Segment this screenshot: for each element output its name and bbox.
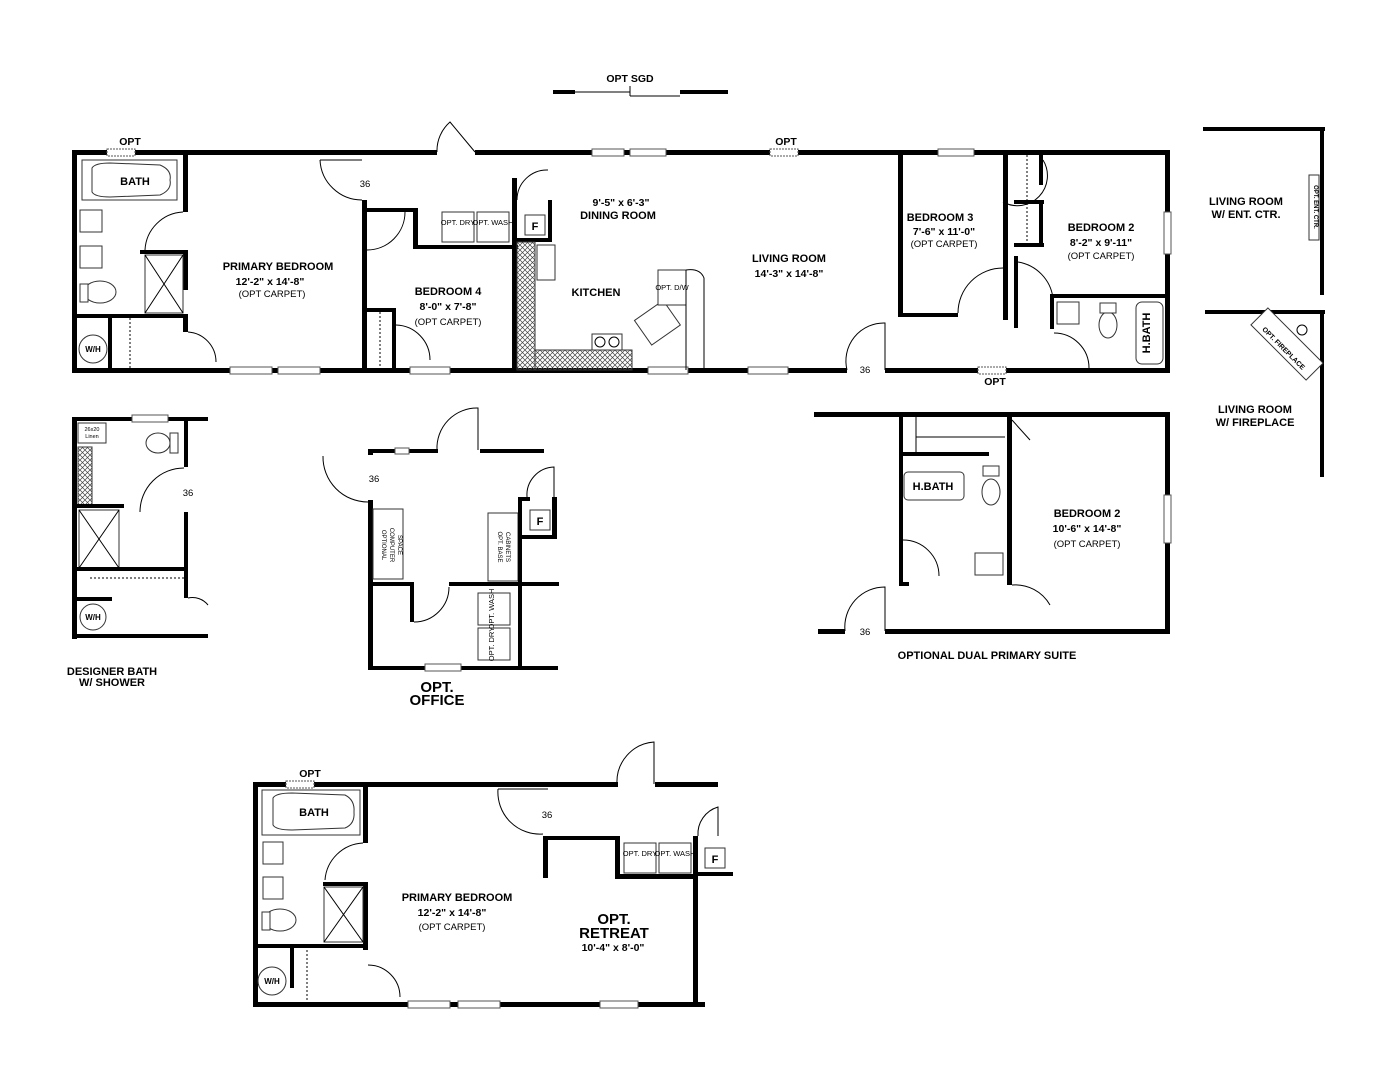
suite-bedroom-note: (OPT CARPET) (1054, 539, 1121, 550)
primary-bedroom-note: (OPT CARPET) (239, 289, 306, 300)
opt-dishwasher-label: OPT. D/W (655, 283, 689, 292)
bath-tub-label: BATH (120, 176, 150, 188)
door-width-label: 36 (860, 365, 871, 376)
office-title: OPT. (420, 679, 453, 696)
primary-bedroom-label: PRIMARY BEDROOM (223, 261, 334, 273)
opt-sgd-indicator: OPT SGD (553, 73, 728, 97)
opt-dryer-label: OPT. DRY (441, 218, 475, 227)
kitchen-label: KITCHEN (572, 287, 621, 299)
primary-bedroom-note: (OPT CARPET) (419, 922, 486, 933)
linen-size-label: 26x20 (85, 427, 100, 433)
dining-room-label: DINING ROOM (580, 210, 656, 222)
opt-washer-label: OPT. WASH (655, 849, 696, 858)
living-ent-title: LIVING ROOM (1209, 196, 1283, 208)
opt-window-label: OPT (299, 768, 321, 780)
base-cabinets-label: CABINETS (504, 532, 510, 562)
retreat-size: 10'-4" x 8'-0" (582, 942, 645, 954)
opt-window-label: OPT (775, 136, 797, 148)
retreat-subtitle: RETREAT (579, 925, 649, 942)
living-room-ent-center-option: OPT. ENT. CTR. LIVING ROOM W/ ENT. CTR. (1203, 127, 1325, 295)
half-bath-label: H.BATH (1141, 313, 1153, 354)
primary-bedroom-label: PRIMARY BEDROOM (402, 892, 513, 904)
bedroom-2-label: BEDROOM 2 (1068, 222, 1135, 234)
living-room-label: LIVING ROOM (752, 253, 826, 265)
bedroom-2-size: 8'-2" x 9'-11" (1070, 237, 1132, 249)
opt-washer-label: OPT. WASH (473, 218, 514, 227)
living-ent-subtitle: W/ ENT. CTR. (1211, 209, 1280, 221)
computer-space-label: COMPUTER (388, 528, 394, 563)
suite-bedroom-label: BEDROOM 2 (1054, 508, 1121, 520)
opt-window-label: OPT (119, 136, 141, 148)
furnace-label: F (537, 516, 544, 528)
dining-room-size: 9'-5" x 6'-3" (593, 197, 650, 209)
primary-retreat-option: OPT BATH W/H PRIMARY BEDROOM 12'-2" x 14… (253, 741, 733, 1009)
water-heater-label: W/H (264, 977, 280, 986)
living-fireplace-subtitle: W/ FIREPLACE (1216, 417, 1295, 429)
bedroom-4-note: (OPT CARPET) (415, 317, 482, 328)
door-width-label: 36 (542, 810, 553, 821)
water-heater-label: W/H (85, 613, 101, 622)
half-bath-label: H.BATH (913, 481, 954, 493)
door-width-label: 36 (860, 627, 871, 638)
opt-dryer-label: OPT. DRY (487, 627, 496, 661)
linen-label: Linen (85, 434, 98, 440)
opt-sgd-label: OPT SGD (606, 73, 654, 85)
ent-center-label: OPT. ENT. CTR. (1312, 185, 1318, 229)
computer-space-label: SPACE (396, 535, 402, 555)
bedroom-2-note: (OPT CARPET) (1068, 251, 1135, 262)
retreat-title: OPT. (597, 911, 630, 928)
bath-tub-label: BATH (299, 807, 329, 819)
opt-window-label: OPT (984, 376, 1006, 388)
living-room-size: 14'-3" x 14'-8" (755, 268, 824, 280)
bedroom-3-size: 7'-6" x 11'-0" (913, 226, 975, 238)
door-width-label: 36 (360, 179, 371, 190)
door-width-label: 36 (369, 474, 380, 485)
bedroom-3-label: BEDROOM 3 (907, 212, 974, 224)
designer-bath-title: DESIGNER BATH (67, 666, 157, 678)
main-floor-plan: OPT OPT OPT BATH W/H PRIMARY BEDROOM 12'… (72, 121, 1172, 388)
door-width-label: 36 (183, 488, 194, 499)
living-room-fireplace-option: OPT. FIREPLACE LIVING ROOM W/ FIREPLACE (1205, 307, 1325, 477)
office-subtitle: OFFICE (410, 692, 465, 709)
opt-office-option: 36 OPTIONAL COMPUTER SPACE OPT. BASE CAB… (322, 407, 559, 709)
bedroom-4-size: 8'-0" x 7'-8" (420, 301, 477, 313)
dual-primary-suite-option: 36 H.BATH BEDROOM 2 10'-6" x 14'-8" (OPT… (814, 412, 1172, 662)
living-fireplace-title: LIVING ROOM (1218, 404, 1292, 416)
furnace-label: F (532, 221, 539, 233)
computer-space-label: OPTIONAL (380, 530, 386, 561)
furnace-label: F (712, 854, 719, 866)
opt-washer-label: OPT. WASH (487, 589, 496, 630)
designer-bath-option: 36 26x20 Linen W/H DESIGNER BATH W/ SHOW… (67, 414, 209, 689)
base-cabinets-label: OPT. BASE (496, 531, 502, 562)
opt-dryer-label: OPT. DRY (623, 849, 657, 858)
dual-suite-title: OPTIONAL DUAL PRIMARY SUITE (898, 650, 1077, 662)
primary-bedroom-size: 12'-2" x 14'-8" (236, 276, 305, 288)
designer-bath-subtitle: W/ SHOWER (79, 677, 145, 689)
bedroom-4-label: BEDROOM 4 (415, 286, 483, 298)
bedroom-3-note: (OPT CARPET) (911, 239, 978, 250)
water-heater-label: W/H (85, 345, 101, 354)
primary-bedroom-size: 12'-2" x 14'-8" (418, 907, 487, 919)
suite-bedroom-size: 10'-6" x 14'-8" (1053, 523, 1122, 535)
